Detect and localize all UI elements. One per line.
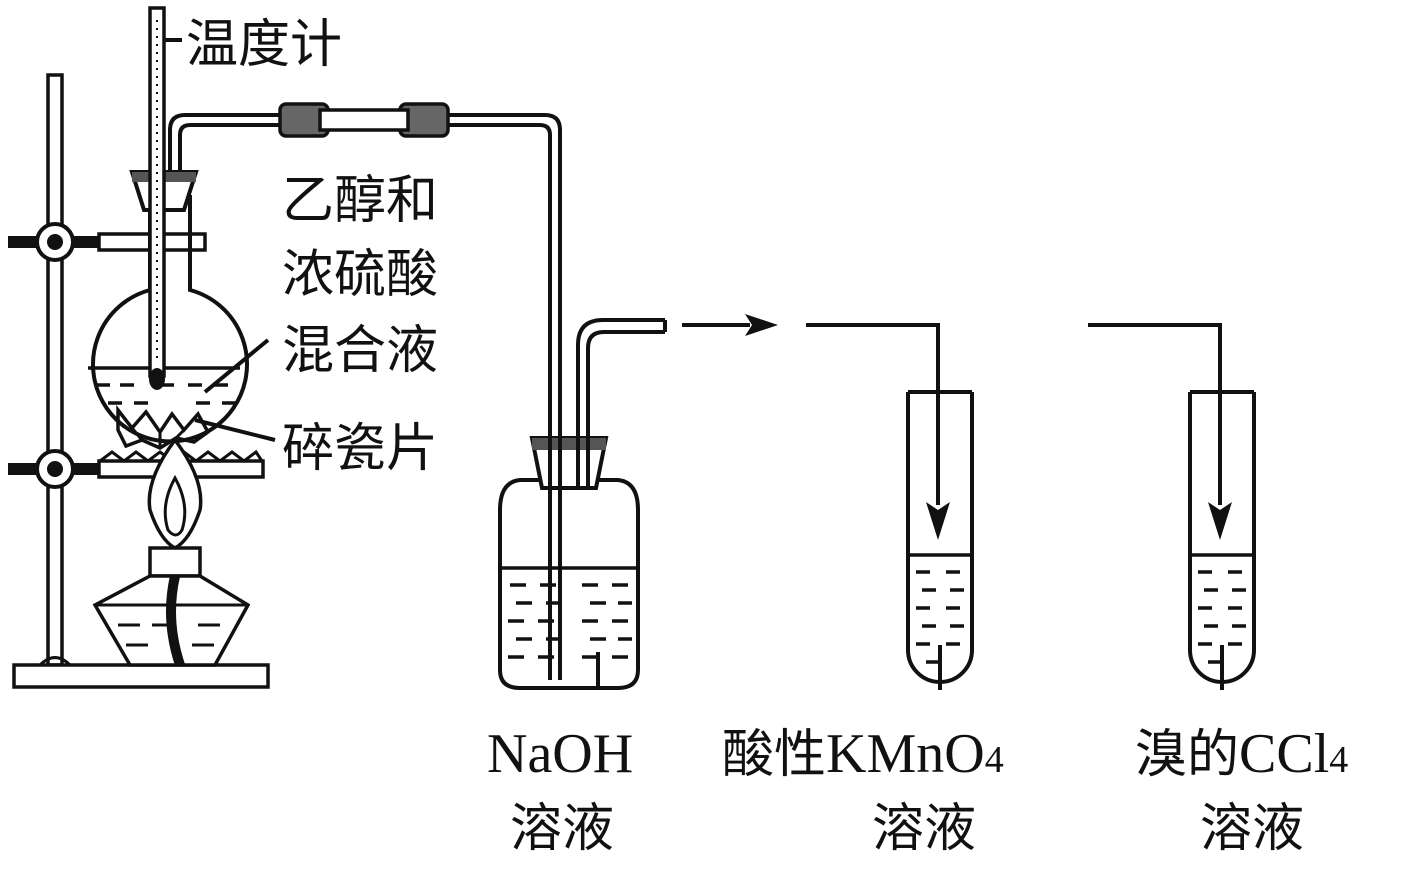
lower-ring-clamp <box>8 449 265 489</box>
label-mixture-line3: 混合液 <box>282 321 438 381</box>
porcelain-chips <box>116 404 211 450</box>
flask-liquid-dashes <box>96 383 236 405</box>
porcelain-leader <box>194 418 276 442</box>
label-mixture-line2: 浓硫酸 <box>282 245 438 305</box>
naoh-liquid-dashes <box>508 583 632 659</box>
delivery-tube <box>168 102 562 438</box>
label-naoh-line2: 溶液 <box>510 799 614 859</box>
label-bromine-line1: 溴的CCl4 <box>1135 723 1348 785</box>
label-thermometer: 温度计 <box>186 15 342 75</box>
thermometer <box>148 6 182 390</box>
label-mixture-line1: 乙醇和 <box>282 171 438 231</box>
bromine-test-tube <box>1088 323 1256 690</box>
label-bromine-line2: 溶液 <box>1200 799 1304 859</box>
label-kmno4-subscript: 4 <box>985 739 1004 781</box>
label-naoh-line1: NaOH <box>487 723 633 785</box>
naoh-wash-bottle <box>498 318 667 690</box>
label-kmno4-line1: 酸性KMnO4 <box>722 723 1004 785</box>
label-bromine-subscript: 4 <box>1329 739 1348 781</box>
mixture-leader <box>203 338 270 394</box>
kmno4-liquid-dashes <box>916 570 964 664</box>
alcohol-lamp <box>92 437 251 667</box>
kmno4-test-tube <box>806 323 974 690</box>
label-kmno4-line2: 溶液 <box>872 799 976 859</box>
upper-clamp <box>8 222 207 262</box>
label-kmno4-formula: KMnO <box>826 723 985 785</box>
label-kmno4-cn: 酸性 <box>722 725 826 785</box>
label-bromine-cn: 溴的 <box>1135 725 1239 785</box>
bromine-liquid-dashes <box>1198 570 1246 664</box>
label-porcelain: 碎瓷片 <box>282 419 438 479</box>
label-bromine-formula: CCl <box>1239 723 1329 785</box>
round-bottom-flask <box>88 195 249 450</box>
flow-arrow <box>682 314 778 336</box>
